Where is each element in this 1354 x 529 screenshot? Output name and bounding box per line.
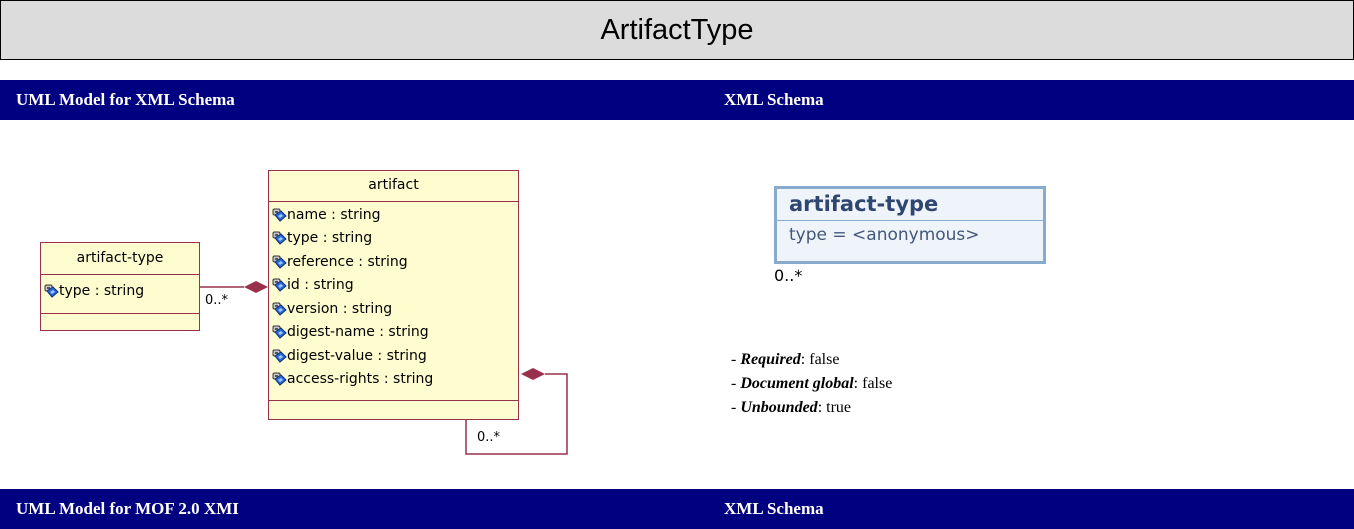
uml-attributes: type : string xyxy=(41,274,199,314)
uml-attribute: reference : string xyxy=(269,250,518,274)
uml-attribute: type : string xyxy=(269,227,518,251)
property-unbounded: - Unbounded: true xyxy=(731,399,852,416)
uml-model-heading: UML Model for XML Schema xyxy=(16,90,235,109)
section-header-xml-schema: UML Model for XML Schema XML Schema xyxy=(0,80,1354,120)
attribute-label: access-rights : string xyxy=(287,371,434,388)
attribute-label: digest-value : string xyxy=(287,347,427,364)
uml-class-name: artifact-type xyxy=(41,243,199,275)
xml-schema-heading: XML Schema xyxy=(724,90,824,109)
uml-class-artifact: artifact name : string type : string ref… xyxy=(268,170,519,420)
composition-diamond xyxy=(244,281,268,293)
composition-diamond xyxy=(521,368,545,380)
property-value: true xyxy=(826,399,852,416)
property-required: - Required: false xyxy=(731,351,840,368)
element-properties: - Required: false - Document global: fal… xyxy=(731,348,892,420)
section-header-mof-xmi: UML Model for MOF 2.0 XMI XML Schema xyxy=(0,489,1354,529)
attribute-label: id : string xyxy=(287,277,354,294)
property-document-global: - Document global: false xyxy=(731,375,893,392)
property-label: Required xyxy=(740,351,801,368)
uml-attribute: access-rights : string xyxy=(269,368,518,392)
uml-attribute: type : string xyxy=(41,279,199,303)
attribute-label: digest-name : string xyxy=(287,324,429,341)
property-label: Unbounded xyxy=(740,399,818,416)
property-label: Document global xyxy=(740,375,854,392)
attribute-label: type : string xyxy=(59,282,145,299)
uml-class-artifact-type: artifact-type type : string xyxy=(40,242,200,331)
attribute-label: name : string xyxy=(287,206,381,223)
attribute-label: version : string xyxy=(287,300,393,317)
page-title-bar: ArtifactType xyxy=(0,0,1354,60)
uml-mof-heading: UML Model for MOF 2.0 XMI xyxy=(16,499,239,518)
xsd-element-box: artifact-type type = <anonymous> xyxy=(774,186,1046,264)
uml-attribute: id : string xyxy=(269,274,518,298)
multiplicity-label: 0..* xyxy=(477,430,501,445)
xsd-multiplicity: 0..* xyxy=(774,266,803,285)
property-value: false xyxy=(809,351,840,368)
uml-attribute: version : string xyxy=(269,297,518,321)
property-value: false xyxy=(862,375,893,392)
xsd-element-name: artifact-type xyxy=(777,189,1043,221)
attribute-label: type : string xyxy=(287,230,373,247)
uml-attributes: name : string type : string reference : … xyxy=(269,201,518,401)
uml-class-name: artifact xyxy=(269,171,518,202)
page-title: ArtifactType xyxy=(600,13,754,46)
attribute-label: reference : string xyxy=(287,253,408,270)
uml-attribute: digest-name : string xyxy=(269,321,518,345)
xsd-element-type: type = <anonymous> xyxy=(789,225,980,245)
uml-attribute: name : string xyxy=(269,203,518,227)
xml-schema-heading: XML Schema xyxy=(724,499,824,518)
uml-attribute: digest-value : string xyxy=(269,344,518,368)
self-association-line xyxy=(465,373,568,455)
multiplicity-label: 0..* xyxy=(205,293,229,308)
